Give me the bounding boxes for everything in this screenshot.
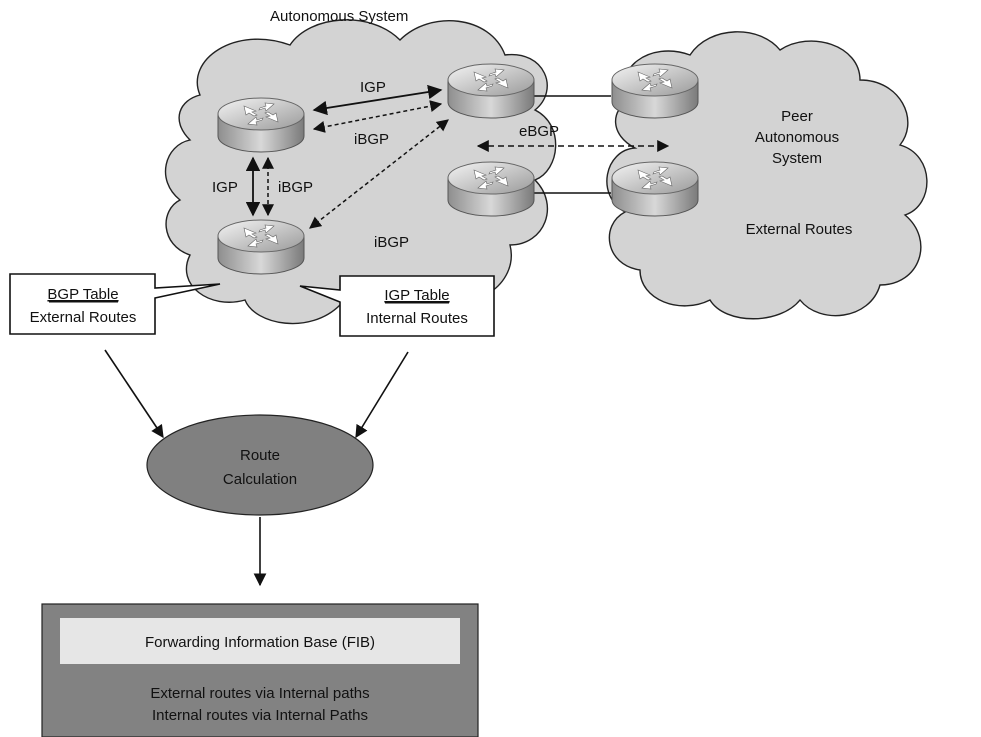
ibgp-left-label: iBGP (278, 179, 313, 196)
bgp-table-subtitle: External Routes (30, 309, 137, 326)
peer-label-line3: System (772, 150, 822, 167)
router-center-mid (447, 161, 535, 217)
igp-table-title: IGP Table (384, 287, 449, 304)
ebgp-label: eBGP (519, 123, 559, 140)
fib-title-bar (60, 618, 460, 664)
fib-title: Forwarding Information Base (FIB) (145, 634, 375, 651)
igp-table-subtitle: Internal Routes (366, 310, 468, 327)
peer-label-line2: Autonomous (755, 129, 839, 146)
diagram-title: Autonomous System (270, 8, 408, 25)
route-calc-line2: Calculation (223, 471, 297, 488)
router-center-top (447, 63, 535, 119)
router-peer-bottom (611, 161, 699, 217)
ibgp-top-label: iBGP (354, 131, 389, 148)
peer-label-line1: Peer (781, 108, 813, 125)
router-left-bottom (217, 219, 305, 275)
ibgp-diagonal-arrow (309, 119, 449, 229)
ibgp-diagonal-label: iBGP (374, 234, 409, 251)
router-peer-top (611, 63, 699, 119)
fib-line2: Internal routes via Internal Paths (152, 707, 368, 724)
igp-left-label: IGP (212, 179, 238, 196)
igp-to-route-calc-arrow (355, 351, 409, 439)
route-calculation-node (146, 414, 374, 516)
bgp-to-route-calc-arrow (104, 349, 164, 439)
router-left-top (217, 97, 305, 153)
igp-top-label: IGP (360, 79, 386, 96)
fib-line1: External routes via Internal paths (150, 685, 369, 702)
route-calc-line1: Route (240, 447, 280, 464)
bgp-table-callout (9, 273, 221, 335)
igp-table-callout (299, 275, 495, 337)
bgp-table-title: BGP Table (47, 286, 118, 303)
peer-external-routes: External Routes (746, 221, 853, 238)
